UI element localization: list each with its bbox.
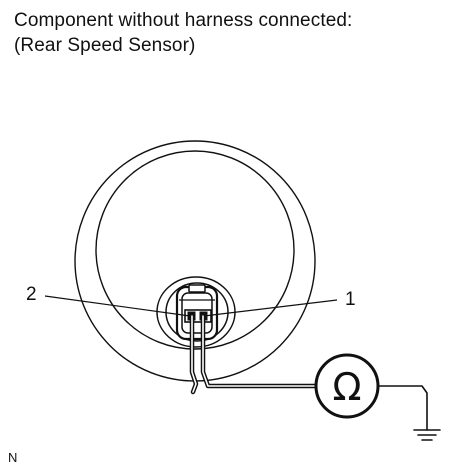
pin-callouts bbox=[44, 295, 338, 317]
pin-1-label: 1 bbox=[345, 289, 356, 310]
connector-lock-tab bbox=[188, 284, 206, 293]
meter-ground-wire bbox=[377, 385, 428, 431]
ohmmeter: Ω bbox=[314, 353, 380, 419]
sensor-inner-ring bbox=[95, 150, 295, 350]
diagram-title: Component without harness connected: bbox=[14, 10, 353, 31]
pin-1-leader bbox=[203, 299, 338, 317]
sensor-connector bbox=[156, 276, 236, 348]
pin-2-label: 2 bbox=[26, 284, 37, 305]
diagram-reference-mark: N bbox=[8, 450, 18, 465]
pin-2-leader bbox=[44, 295, 191, 317]
ground-symbol-icon bbox=[413, 429, 441, 441]
component-name: (Rear Speed Sensor) bbox=[14, 35, 196, 56]
ohmmeter-body bbox=[314, 353, 380, 419]
ohm-symbol: Ω bbox=[332, 365, 361, 409]
tester-leads bbox=[189, 313, 428, 431]
